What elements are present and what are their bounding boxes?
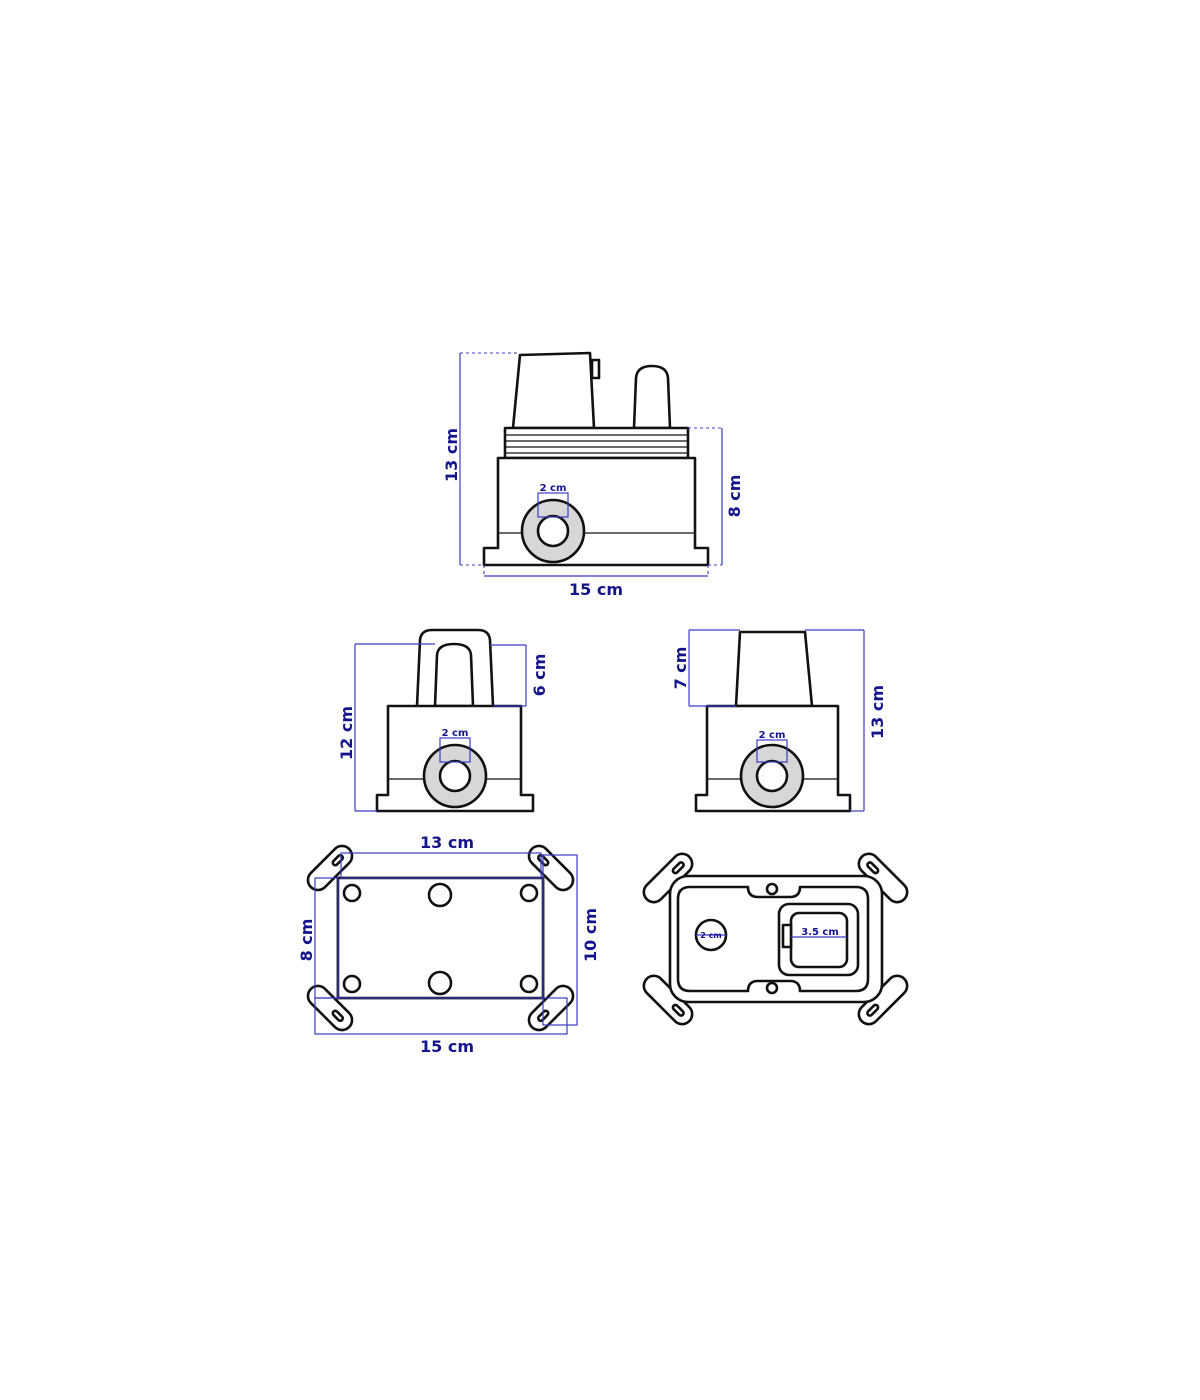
left-handle-dimension-label: 6 cm: [530, 654, 549, 697]
top-inner-recess: [676, 885, 870, 993]
top-view: 2 cm 3.5 cm: [642, 852, 909, 1026]
right-inlet-bore: [755, 759, 789, 793]
right-height-dimension-label: 13 cm: [868, 685, 887, 739]
left-inner-cap: [433, 642, 475, 708]
top-hole-dimension-label: 2 cm: [700, 931, 721, 940]
front-height-dimension-label: 13 cm: [442, 428, 461, 482]
front-diverter-cap: [632, 364, 672, 430]
left-height-dimension-label: 12 cm: [337, 706, 356, 760]
left-handle-outer: [415, 628, 495, 707]
front-inlet-bore: [536, 514, 570, 548]
top-screw-hole: [765, 882, 779, 896]
bottom-hole: [519, 974, 539, 994]
bottom-top-width-dimension-label: 13 cm: [420, 833, 474, 852]
top-outlet-dimension-label: 3.5 cm: [801, 927, 839, 938]
front-body: [482, 456, 710, 567]
side-view-right: 2 cm 7 cm 13 cm: [671, 629, 887, 813]
top-outlet-port: [789, 911, 849, 969]
front-cartridge-cap: [511, 351, 596, 430]
front-cap-tab: [590, 358, 601, 380]
right-cap-dimension-label: 7 cm: [671, 647, 690, 690]
left-inlet-dimension-label: 2 cm: [442, 728, 469, 739]
bottom-center-hole: [427, 882, 453, 908]
bottom-left-height-dimension-label: 8 cm: [297, 919, 316, 962]
bottom-bottom-width-dimension-label: 15 cm: [420, 1037, 474, 1056]
top-outlet-tab: [781, 923, 793, 949]
bottom-view: 13 cm 8 cm 10 cm 15 cm: [297, 833, 600, 1056]
right-inlet-dimension-label: 2 cm: [759, 730, 786, 741]
front-inlet-dimension-label: 2 cm: [540, 483, 567, 494]
front-width-dimension-label: 15 cm: [569, 580, 623, 599]
top-screw-hole: [765, 981, 779, 995]
bottom-arm-bottom-left: [306, 984, 354, 1032]
front-view: 2 cm 13 cm 8 cm 15 cm: [442, 351, 744, 599]
bottom-hole: [519, 883, 539, 903]
right-cap: [734, 630, 814, 708]
bottom-hole: [342, 974, 362, 994]
left-inlet-bore: [438, 759, 472, 793]
bottom-hole: [342, 883, 362, 903]
bottom-right-height-dimension-label: 10 cm: [581, 908, 600, 962]
side-view-left: 2 cm 12 cm 6 cm: [337, 628, 549, 813]
bottom-center-hole: [427, 970, 453, 996]
front-base-height-dimension-label: 8 cm: [725, 475, 744, 518]
